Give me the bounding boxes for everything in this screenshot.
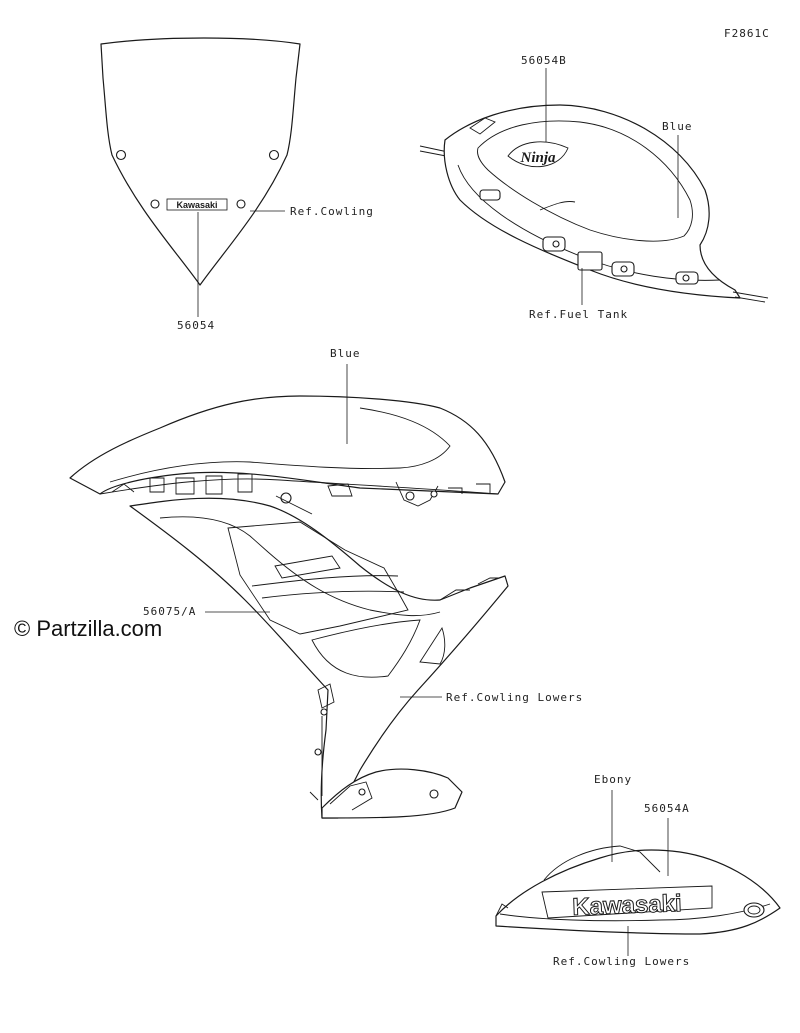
windshield-ref-label[interactable]: Ref.Cowling [290,205,374,218]
fuel-tank-part[interactable]: Ninja [419,68,769,305]
lower-decal-text: Kawasaki [572,890,682,921]
fuel-tank-ref-label[interactable]: Ref.Fuel Tank [529,308,629,321]
lower-part-number[interactable]: 56054A [644,802,690,815]
figure-code: F2861C [724,27,770,40]
fuel-tank-color-label: Blue [662,120,693,133]
lower-color-label: Ebony [594,773,633,786]
cowling-color-label: Blue [330,347,361,360]
windshield-part[interactable]: Kawasaki [100,37,301,317]
cowling-part-number[interactable]: 56075/A [143,605,197,618]
windshield-decal-text: Kawasaki [176,200,217,210]
windshield-part-number[interactable]: 56054 [177,319,216,332]
cowling-ref-label[interactable]: Ref.Cowling Lowers [446,691,584,704]
fuel-tank-decal-text: Ninja [519,150,556,166]
side-cowling-part[interactable] [69,364,509,819]
fuel-tank-part-number[interactable]: 56054B [521,54,567,67]
watermark: © Partzilla.com [14,616,163,641]
lower-ref-label[interactable]: Ref.Cowling Lowers [553,955,691,968]
lower-panel-part[interactable]: Kawasaki [495,790,781,956]
